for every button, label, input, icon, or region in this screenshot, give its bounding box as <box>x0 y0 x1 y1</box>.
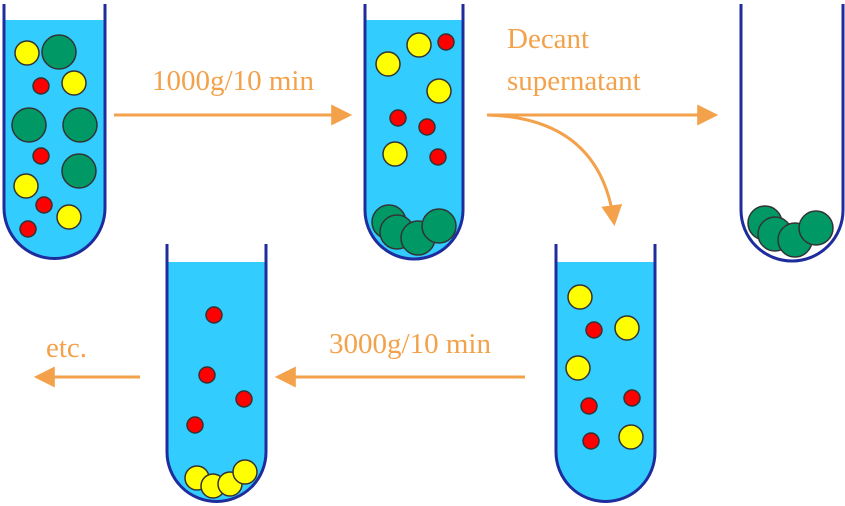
yellow-particle <box>382 141 408 167</box>
yellow-particle <box>618 424 644 450</box>
red-particle <box>205 306 223 324</box>
tube-1 <box>2 4 107 260</box>
red-particle <box>585 321 603 339</box>
red-particle <box>418 118 436 136</box>
red-particle <box>19 220 37 238</box>
red-particle <box>389 109 407 127</box>
yellow-particle <box>406 32 432 58</box>
red-particle <box>198 366 216 384</box>
spin-1000g-label: 1000g/10 min <box>152 65 314 97</box>
yellow-particle <box>13 173 39 199</box>
yellow-particle <box>565 355 591 381</box>
tube-5-liquid <box>167 262 266 502</box>
decant-label-line1: Decant <box>507 23 589 55</box>
red-particle <box>35 196 53 214</box>
red-particle <box>429 148 447 166</box>
green-particle <box>41 34 77 70</box>
arrow-curved-down-icon <box>486 113 623 227</box>
green-particle <box>798 210 834 246</box>
red-particle <box>186 416 204 434</box>
yellow-particle <box>375 51 401 77</box>
etc-label: etc. <box>46 332 87 364</box>
green-particle <box>61 153 97 189</box>
green-particle <box>11 107 47 143</box>
green-particle <box>62 107 98 143</box>
red-particle <box>32 147 50 165</box>
test-tube-icon <box>2 4 107 260</box>
test-tube-icon <box>739 4 845 263</box>
test-tube-icon <box>165 244 268 503</box>
spin-3000g-label: 3000g/10 min <box>329 328 491 360</box>
tube-5 <box>165 244 268 503</box>
green-particle <box>421 208 457 244</box>
red-particle <box>235 390 253 408</box>
yellow-particle <box>14 40 40 66</box>
yellow-particle <box>232 459 258 485</box>
tube-3 <box>739 4 845 263</box>
tube-2 <box>363 4 465 261</box>
tube-4 <box>554 244 657 503</box>
yellow-particle <box>614 315 640 341</box>
decant-label-line2: supernatant <box>507 65 641 97</box>
yellow-particle <box>61 70 87 96</box>
red-particle <box>437 33 455 51</box>
yellow-particle <box>426 78 452 104</box>
red-particle <box>623 389 641 407</box>
red-particle <box>582 432 600 450</box>
red-particle <box>580 397 598 415</box>
test-tube-icon <box>554 244 657 503</box>
yellow-particle <box>567 284 593 310</box>
test-tube-icon <box>363 4 465 261</box>
red-particle <box>32 77 50 95</box>
yellow-particle <box>56 204 82 230</box>
